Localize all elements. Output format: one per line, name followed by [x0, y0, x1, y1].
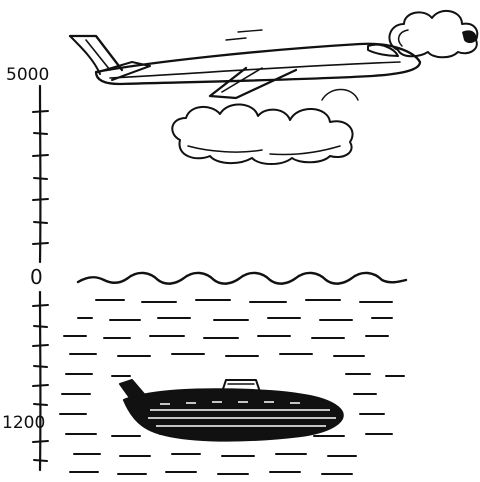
submarine-icon	[120, 380, 343, 441]
airplane-icon	[70, 30, 420, 98]
scale-zero-label: 0	[30, 265, 43, 289]
cloud-icon-lower	[172, 90, 358, 165]
scale-top-label: 5000	[6, 65, 49, 85]
scale-bottom-label: 1200	[2, 413, 45, 433]
water-surface	[60, 273, 406, 474]
